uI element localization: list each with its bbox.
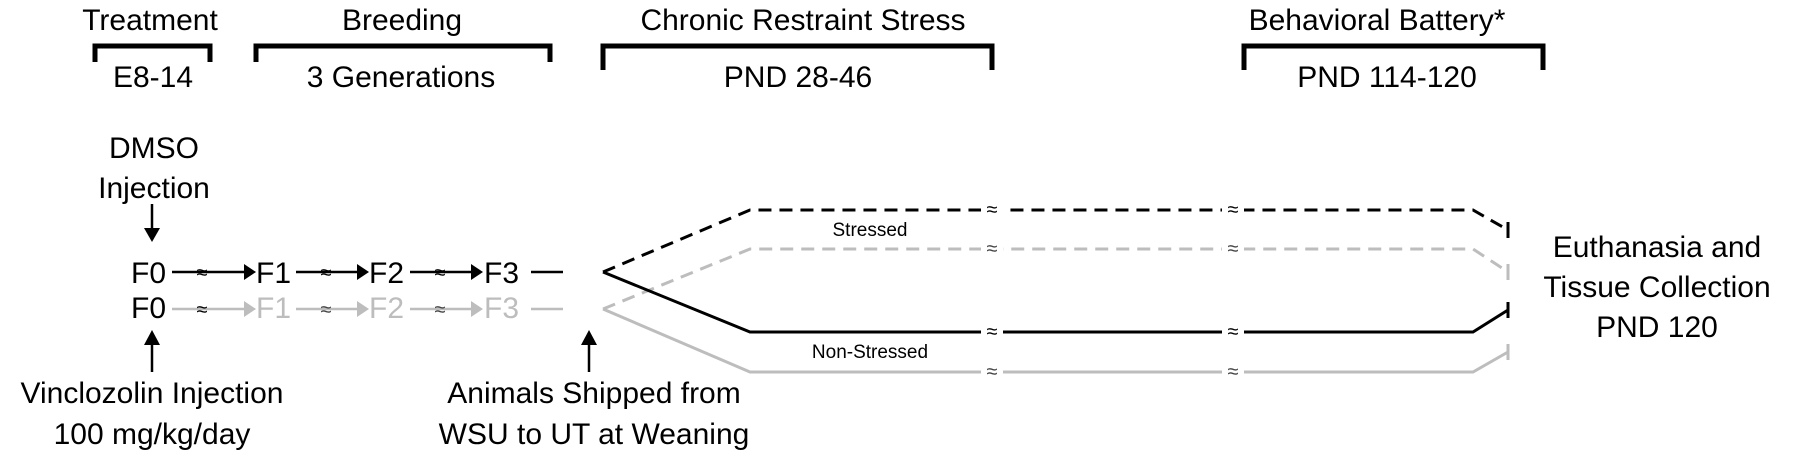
branch-stressed-vinclozolin: ≈ ≈ <box>602 238 1510 311</box>
endpoint-euthanasia: Euthanasia and Tissue Collection PND 120 <box>1543 231 1770 344</box>
generation-f3: F3 <box>484 292 519 325</box>
phase-bracket <box>1241 43 1546 70</box>
arrow-head-icon <box>357 264 369 280</box>
break-icon: ≈ <box>1228 199 1239 221</box>
endpoint-line3: PND 120 <box>1596 311 1718 344</box>
vinclozolin-label-line1: Vinclozolin Injection <box>21 377 284 410</box>
phase-behavioral-battery: Behavioral Battery* PND 114-120 <box>1241 4 1546 94</box>
break-icon: ≈ <box>321 299 332 321</box>
break-icon: ≈ <box>987 238 998 260</box>
phase-bracket <box>253 43 553 62</box>
generation-f0: F0 <box>131 257 166 290</box>
phase-title: Breeding <box>342 4 462 37</box>
generation-f2: F2 <box>369 257 404 290</box>
arrow-head-icon <box>244 301 256 317</box>
vinclozolin-arrow <box>144 330 160 372</box>
shipped-label-line1: Animals Shipped from <box>447 377 740 410</box>
break-icon: ≈ <box>435 262 446 284</box>
generation-row-dmso: F0 ≈ F1 ≈ F2 ≈ F3 <box>131 257 563 290</box>
phase-range: PND 28-46 <box>724 61 872 94</box>
break-icon: ≈ <box>321 262 332 284</box>
vinclozolin-label-line2: 100 mg/kg/day <box>54 418 251 451</box>
endpoint-line1: Euthanasia and <box>1553 231 1762 264</box>
arrow-head-icon <box>471 301 483 317</box>
phase-range: PND 114-120 <box>1297 61 1477 94</box>
phase-breeding: Breeding 3 Generations <box>253 4 553 94</box>
branch-non-stressed-dmso: ≈ ≈ <box>602 270 1510 343</box>
break-icon: ≈ <box>1228 361 1239 383</box>
shipped-arrow <box>581 330 597 372</box>
phase-treatment: Treatment E8-14 <box>82 4 218 94</box>
generation-f2: F2 <box>369 292 404 325</box>
phase-chronic-restraint-stress: Chronic Restraint Stress PND 28-46 <box>600 4 995 94</box>
shipped-label-line2: WSU to UT at Weaning <box>439 418 750 451</box>
stressed-label: Stressed <box>833 220 908 241</box>
generation-row-vinclozolin: F0 ≈ F1 ≈ F2 ≈ F3 <box>131 292 563 325</box>
branch-non-stressed-vinclozolin: ≈ ≈ <box>602 307 1510 383</box>
non-stressed-label: Non-Stressed <box>812 342 928 363</box>
phase-range: 3 Generations <box>307 61 495 94</box>
arrow-head-icon <box>471 264 483 280</box>
break-icon: ≈ <box>987 321 998 343</box>
dmso-label-line2: Injection <box>98 172 210 205</box>
break-icon: ≈ <box>435 299 446 321</box>
phase-title: Treatment <box>82 4 218 37</box>
break-icon: ≈ <box>1228 321 1239 343</box>
generation-f0: F0 <box>131 292 166 325</box>
arrow-head-icon <box>244 264 256 280</box>
phase-range: E8-14 <box>113 61 193 94</box>
phase-title: Chronic Restraint Stress <box>640 4 965 37</box>
generation-f1: F1 <box>256 257 291 290</box>
break-icon: ≈ <box>197 262 208 284</box>
break-icon: ≈ <box>1228 238 1239 260</box>
phase-title: Behavioral Battery* <box>1249 4 1506 37</box>
phase-bracket <box>92 43 213 62</box>
endpoint-line2: Tissue Collection <box>1543 271 1770 304</box>
break-icon: ≈ <box>987 199 998 221</box>
arrow-head-icon <box>357 301 369 317</box>
generation-f3: F3 <box>484 257 519 290</box>
generation-f1: F1 <box>256 292 291 325</box>
break-icon: ≈ <box>197 299 208 321</box>
branch-stressed-dmso: ≈ ≈ <box>602 199 1510 274</box>
dmso-arrow <box>144 204 160 242</box>
break-icon: ≈ <box>987 361 998 383</box>
dmso-label-line1: DMSO <box>109 132 199 165</box>
phase-bracket <box>600 43 995 70</box>
